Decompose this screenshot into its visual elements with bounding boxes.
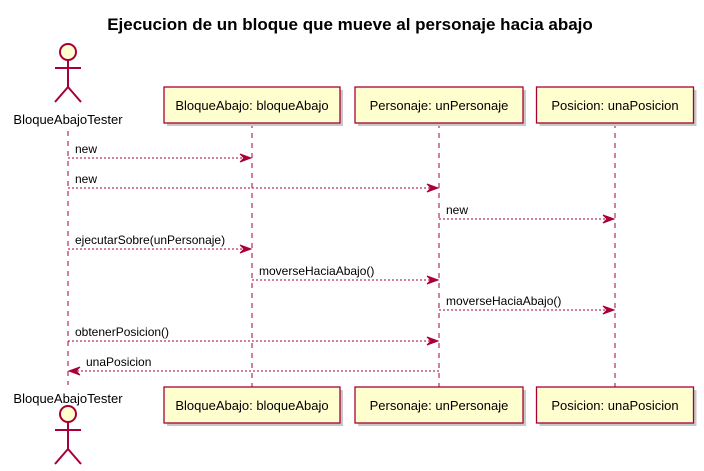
participant-posicion-bottom: Posicion: unaPosicion bbox=[535, 386, 697, 426]
message-3: ejecutarSobre(unPersonaje) bbox=[68, 233, 253, 254]
participant-box bbox=[535, 386, 695, 424]
message-7: unaPosicion bbox=[67, 355, 439, 376]
message-arrowhead bbox=[239, 244, 253, 254]
participant-box bbox=[535, 86, 695, 124]
top-participants: BloqueAbajoTester BloqueAbajo: bloqueAbaj… bbox=[13, 43, 697, 127]
participant-box bbox=[354, 86, 524, 124]
diagram-title: Ejecucion de un bloque que mueve al pers… bbox=[107, 15, 593, 34]
message-4: moverseHaciaAbajo() bbox=[252, 264, 440, 285]
message-arrowhead bbox=[602, 214, 616, 224]
actor-tester-bottom: BloqueAbajoTester bbox=[13, 391, 123, 465]
actor-label: BloqueAbajoTester bbox=[13, 112, 123, 127]
actor-left-leg bbox=[54, 448, 69, 465]
actor-head bbox=[59, 43, 77, 61]
message-arrowhead bbox=[602, 305, 616, 315]
participant-label: BloqueAbajo: bloqueAbajo bbox=[175, 98, 328, 113]
message-label: new bbox=[75, 172, 97, 186]
message-label: new bbox=[446, 203, 468, 217]
message-arrowhead bbox=[426, 275, 440, 285]
message-6: obtenerPosicion() bbox=[68, 325, 440, 346]
message-arrowhead bbox=[426, 336, 440, 346]
actor-right-leg bbox=[67, 448, 82, 465]
participant-box bbox=[163, 386, 341, 424]
message-label: moverseHaciaAbajo() bbox=[259, 264, 374, 278]
participant-label: Posicion: unaPosicion bbox=[551, 398, 678, 413]
lifelines bbox=[67, 123, 616, 387]
message-arrowhead bbox=[426, 183, 440, 193]
actor-head bbox=[59, 405, 77, 423]
actor-label: BloqueAbajoTester bbox=[13, 391, 123, 406]
message-label: obtenerPosicion() bbox=[75, 325, 169, 339]
bottom-participants: BloqueAbajoTester BloqueAbajo: bloqueAbaj… bbox=[13, 386, 697, 465]
message-arrowhead bbox=[67, 366, 81, 376]
message-arrowhead bbox=[239, 153, 253, 163]
participant-label: Personaje: unPersonaje bbox=[370, 98, 509, 113]
message-0: new bbox=[68, 142, 253, 163]
message-label: new bbox=[75, 142, 97, 156]
message-label: moverseHaciaAbajo() bbox=[446, 294, 561, 308]
message-label: unaPosicion bbox=[86, 355, 151, 369]
participant-label: Personaje: unPersonaje bbox=[370, 398, 509, 413]
messages: new new new ejecutarSobre(unPersonaje) mover… bbox=[67, 142, 616, 376]
message-5: moverseHaciaAbajo() bbox=[439, 294, 616, 315]
participant-posicion-top: Posicion: unaPosicion bbox=[535, 86, 697, 126]
participant-personaje-top: Personaje: unPersonaje bbox=[354, 86, 526, 126]
message-label: ejecutarSobre(unPersonaje) bbox=[75, 233, 225, 247]
participant-box bbox=[354, 386, 524, 424]
actor-left-leg bbox=[54, 86, 69, 103]
participant-label: BloqueAbajo: bloqueAbajo bbox=[175, 398, 328, 413]
participant-personaje-bottom: Personaje: unPersonaje bbox=[354, 386, 526, 426]
participant-bloque-bottom: BloqueAbajo: bloqueAbajo bbox=[163, 386, 343, 426]
message-2: new bbox=[439, 203, 616, 224]
participant-label: Posicion: unaPosicion bbox=[551, 98, 678, 113]
participant-bloque-top: BloqueAbajo: bloqueAbajo bbox=[163, 86, 343, 126]
actor-right-leg bbox=[67, 86, 82, 103]
message-1: new bbox=[68, 172, 440, 193]
participant-box bbox=[163, 86, 341, 124]
actor-tester-top: BloqueAbajoTester bbox=[13, 43, 123, 127]
